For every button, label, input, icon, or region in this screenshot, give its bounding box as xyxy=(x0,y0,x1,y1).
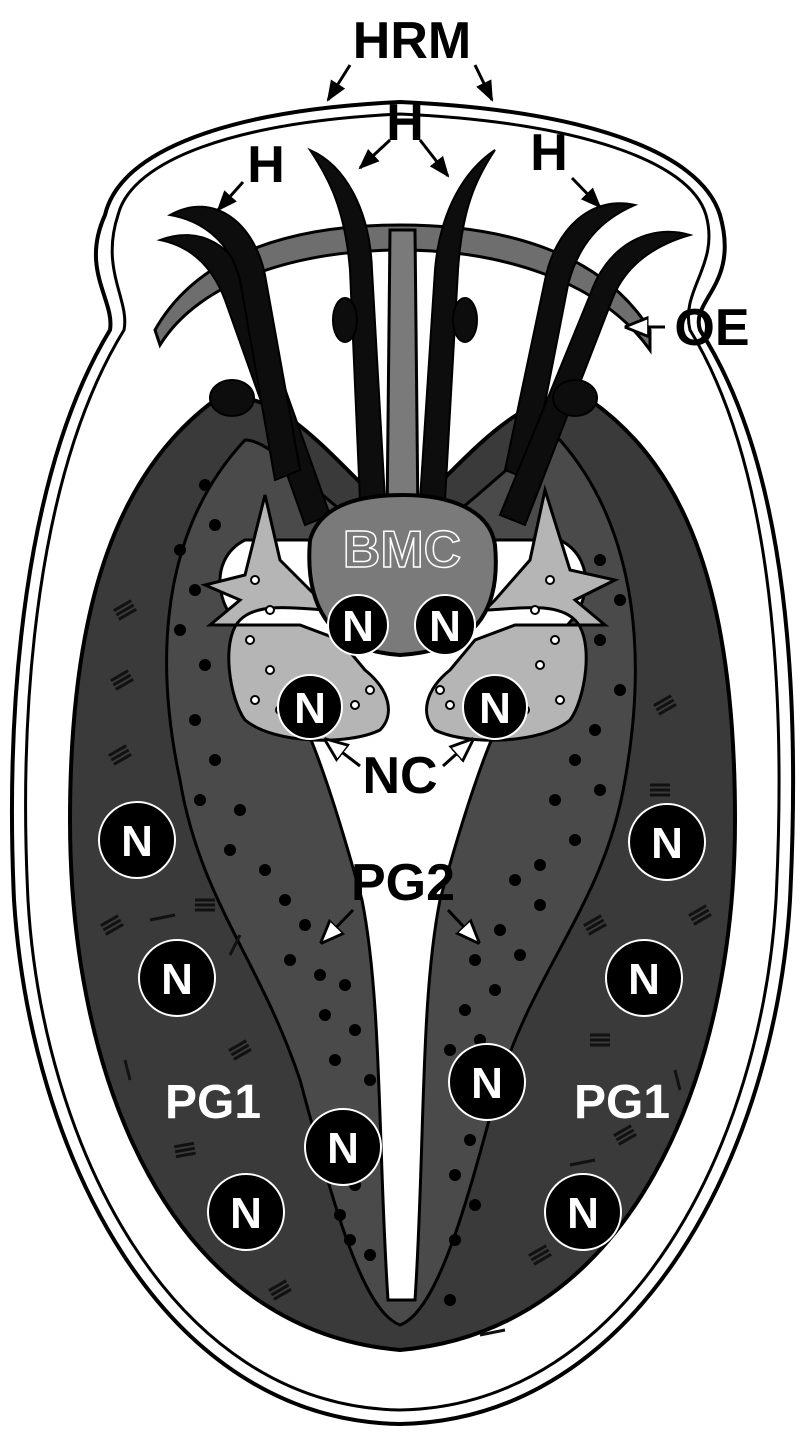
label-oe: OE xyxy=(674,299,749,357)
arrow-pointer-icon xyxy=(475,65,492,100)
arrow-pointer-icon xyxy=(328,65,350,100)
bmc-stalk xyxy=(387,230,418,520)
label-n: N xyxy=(121,817,153,866)
label-h-right: H xyxy=(530,124,568,182)
label-n: N xyxy=(567,1189,599,1238)
label-h-center: H xyxy=(386,94,424,152)
label-n: N xyxy=(479,684,511,733)
label-pg1-left: PG1 xyxy=(165,1076,261,1129)
label-n: N xyxy=(651,819,683,868)
label-n: N xyxy=(471,1059,503,1108)
label-pg2: PG2 xyxy=(351,854,455,912)
label-n: N xyxy=(161,955,193,1004)
label-n: N xyxy=(628,955,660,1004)
label-n: N xyxy=(230,1189,262,1238)
label-nc: NC xyxy=(362,747,437,805)
label-n: N xyxy=(294,684,326,733)
label-n: N xyxy=(342,602,374,651)
label-hrm: HRM xyxy=(353,12,471,70)
label-n: N xyxy=(429,602,461,651)
label-h-left: H xyxy=(247,136,285,194)
label-pg1-right: PG1 xyxy=(574,1076,670,1129)
label-bmc: BMC xyxy=(343,521,461,579)
label-n: N xyxy=(327,1124,359,1173)
